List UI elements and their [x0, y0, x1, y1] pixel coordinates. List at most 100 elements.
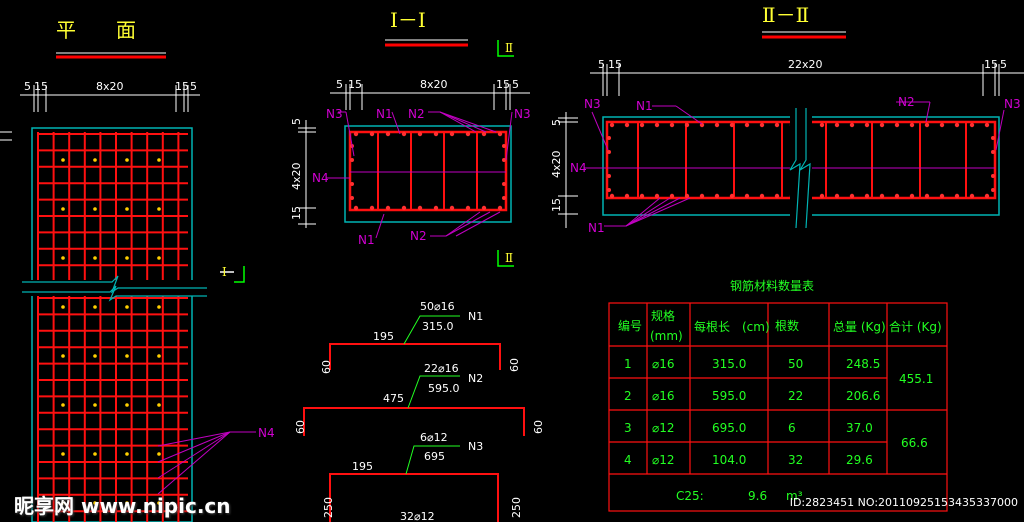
plan-title: 平 面: [56, 18, 136, 42]
sec2-dim-h-bot: 15: [550, 198, 563, 212]
table-cell-r3-c1: 3: [624, 421, 632, 435]
cut-mark-2-bottom: Ⅱ: [505, 251, 513, 265]
sec2-label-n3-left: N3: [584, 97, 601, 111]
sec1-dim-c: 15: [496, 78, 510, 91]
table-cell-r4-c5: 29.6: [846, 453, 873, 467]
n1-count: 50⌀16: [420, 300, 455, 313]
bar-shapes: 195 50⌀16 315.0 N1 60 60 475 22⌀16 595.0…: [294, 300, 545, 522]
sec2-label-n1-bottom: N1: [588, 221, 605, 235]
table-cell-r3-c2: ⌀12: [652, 421, 675, 435]
plan-label-n4: N4: [258, 426, 275, 440]
concrete-value: 9.6: [748, 489, 767, 503]
n2-id: N2: [468, 372, 483, 385]
n3-span: 195: [352, 460, 373, 473]
table-cell-r1-c4: 50: [788, 357, 803, 371]
plan-view: 平 面 5 15 8x20 15 5 I N: [0, 18, 275, 522]
sec2-label-n1-top: N1: [636, 99, 653, 113]
table-title: 钢筋材料数量表: [730, 278, 814, 293]
table-cell-r2-c4: 22: [788, 389, 803, 403]
sec2-dim-d: 5: [1000, 58, 1007, 71]
table-cell-r1-c5: 248.5: [846, 357, 880, 371]
sec1-dim-b: 15: [348, 78, 362, 91]
sec1-label-n4: N4: [312, 171, 329, 185]
sec2-dim-c: 15: [984, 58, 998, 71]
table-cell-r3-c3: 695.0: [712, 421, 746, 435]
plan-dim-left-b: 15: [34, 80, 48, 93]
table-cell-r3-c5: 37.0: [846, 421, 873, 435]
table-header-spec-unit: (mm): [650, 329, 683, 343]
sec2-dim-h-top: 5: [550, 119, 563, 126]
table-cell-r2-c3: 595.0: [712, 389, 746, 403]
table-cell-r4-c1: 4: [624, 453, 632, 467]
n2-leg-right: 60: [532, 420, 545, 434]
table-total-2: 66.6: [901, 436, 928, 450]
section2-title: Ⅱ－Ⅱ: [762, 3, 809, 27]
watermark-site: 昵享网 www.nipic.cn: [14, 494, 231, 518]
table-header-no: 编号: [618, 318, 642, 333]
table-cell-r4-c2: ⌀12: [652, 453, 675, 467]
n3-count: 6⌀12: [420, 431, 448, 444]
sec1-outline: [344, 125, 512, 223]
table-cell-r2-c2: ⌀16: [652, 389, 675, 403]
plan-dim-right-b: 5: [190, 80, 197, 93]
n1-id: N1: [468, 310, 483, 323]
sec2-dim-h-mid: 4x20: [550, 150, 563, 178]
sec2-label-n2: N2: [898, 95, 915, 109]
table-cell-r2-c1: 2: [624, 389, 632, 403]
sec1-dim-h-bot: 15: [290, 206, 303, 220]
sec2-dim-b: 15: [608, 58, 622, 71]
plan-rebar-grid: [37, 132, 188, 522]
table-cell-r1-c3: 315.0: [712, 357, 746, 371]
sec1-label-n3-right: N3: [514, 107, 531, 121]
sec1-label-n2-top: N2: [408, 107, 425, 121]
table-header-spec: 规格: [651, 308, 675, 323]
n2-length: 595.0: [428, 382, 460, 395]
n4-count: 32⌀12: [400, 510, 435, 522]
watermark-id: ID:2823451 NO:20110925153435337000: [789, 496, 1018, 509]
sec1-dim-a: 5: [336, 78, 343, 91]
n3-leg-right: 250: [510, 497, 523, 518]
table-cell-r1-c2: ⌀16: [652, 357, 675, 371]
table-header-length: 每根长 (cm): [694, 319, 770, 334]
table-cell-r2-c5: 206.6: [846, 389, 880, 403]
table-header-count: 根数: [775, 318, 799, 333]
sec2-label-n4: N4: [570, 161, 587, 175]
cut-mark-1: I: [222, 265, 227, 279]
plan-dim-span: 8x20: [96, 80, 124, 93]
n1-span: 195: [373, 330, 394, 343]
sec1-label-n1-bottom: N1: [358, 233, 375, 247]
sec2-dim-span: 22x20: [788, 58, 823, 71]
plan-dim-right-a: 15: [175, 80, 189, 93]
sec1-label-n1-top: N1: [376, 107, 393, 121]
plan-outline: [31, 127, 193, 522]
n1-leg-right: 60: [508, 358, 521, 372]
n3-id: N3: [468, 440, 483, 453]
n1-leg-left: 60: [320, 360, 333, 374]
table-cell-r1-c1: 1: [624, 357, 632, 371]
section1-title: I－I: [390, 8, 426, 32]
concrete-unit: m³: [786, 489, 803, 503]
sec2-label-n3-right: N3: [1004, 97, 1021, 111]
n2-span: 475: [383, 392, 404, 405]
plan-dim-left-a: 5: [24, 80, 31, 93]
sec1-dim-h-mid: 4x20: [290, 162, 303, 190]
n1-length: 315.0: [422, 320, 454, 333]
concrete-label: C25:: [676, 489, 704, 503]
table-cell-r4-c3: 104.0: [712, 453, 746, 467]
section-2: Ⅱ－Ⅱ 5 15 22x20 15 5 5 4x20 15: [550, 3, 1024, 235]
table-total-1: 455.1: [899, 372, 933, 386]
cut-mark-2-top: Ⅱ: [505, 41, 513, 55]
sec1-dim-span: 8x20: [420, 78, 448, 91]
n2-leg-left: 60: [294, 420, 307, 434]
rebar-table: 钢筋材料数量表 编号 规格 (mm) 每根长 (cm) 根数 总量 (Kg) 合…: [608, 278, 948, 512]
n2-count: 22⌀16: [424, 362, 459, 375]
sec1-label-n3-left: N3: [326, 107, 343, 121]
table-cell-r4-c4: 32: [788, 453, 803, 467]
table-cell-r3-c4: 6: [788, 421, 796, 435]
sec1-label-n2-bottom: N2: [410, 229, 427, 243]
n3-length: 695: [424, 450, 445, 463]
sec2-dim-a: 5: [598, 58, 605, 71]
section-1: I－I 5 15 8x20 15 5 5 4x20 15: [290, 8, 531, 267]
table-header-weight: 总量 (Kg): [833, 320, 886, 334]
